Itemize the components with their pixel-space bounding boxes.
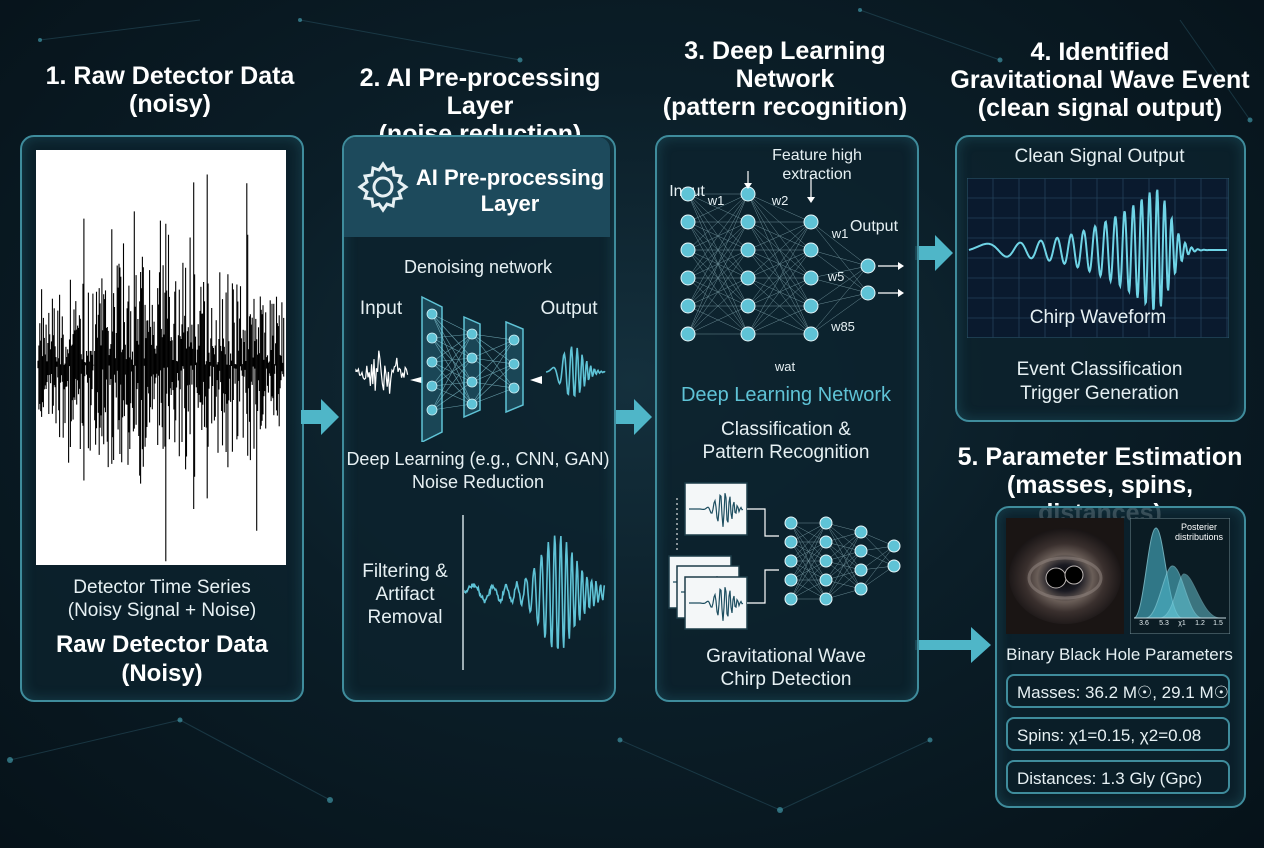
deep-learning-noise-reduction-label: Deep Learning (e.g., CNN, GAN) Noise Red…	[346, 449, 610, 492]
event-classification-label: Event Classification Trigger Generation	[1016, 359, 1183, 404]
weight-w5: w5	[827, 269, 845, 284]
clean-signal-label: Clean Signal Output	[1014, 146, 1185, 167]
section-1-title: 1. Raw Detector Data (noisy)	[45, 62, 295, 118]
filtered-waveform	[462, 515, 606, 670]
denoising-network-diagram	[355, 295, 606, 442]
black-hole-merger-image	[1006, 518, 1124, 634]
spins-value: Spins: χ1=0.15, χ2=0.08	[1006, 717, 1230, 751]
posterior-tick-3: 1.2	[1195, 620, 1205, 627]
deep-learning-network-label: Deep Learning Network	[680, 384, 892, 406]
weight-w2: w2	[771, 193, 789, 208]
chirp-detection-label: Gravitational Wave Chirp Detection	[706, 646, 866, 690]
noisy-time-series-plot	[36, 150, 286, 565]
chirp-detection-diagram	[668, 482, 901, 630]
denoise-output-label: Output	[540, 298, 598, 319]
gear-icon	[357, 161, 409, 213]
arrow-3-to-5	[915, 627, 991, 663]
chirp-waveform-label: Chirp Waveform	[1029, 307, 1167, 328]
filtering-label: Filtering & Artifact Removal	[362, 561, 448, 628]
section-3-title: 3. Deep Learning Network (pattern recogn…	[662, 37, 908, 121]
pattern-recognition-network	[680, 171, 904, 342]
bbh-parameters-label: Binary Black Hole Parameters	[1006, 645, 1233, 664]
arrow-3-to-4	[915, 235, 953, 271]
distances-value: Distances: 1.3 Gly (Gpc)	[1006, 760, 1230, 794]
posterior-tick-0: 3.6	[1139, 620, 1149, 627]
weight-w85: w85	[831, 319, 855, 334]
denoise-input-label: Input	[359, 298, 403, 319]
denoising-network-label: Denoising network	[403, 257, 553, 277]
posterior-tick-2: χ1	[1178, 620, 1186, 627]
classification-label: Classification & Pattern Recognition	[702, 419, 870, 463]
raw-data-label: Raw Detector Data (Noisy)	[55, 631, 269, 687]
time-series-caption: Detector Time Series (Noisy Signal + Noi…	[67, 577, 257, 621]
posterior-title: Posterier distributions	[1174, 522, 1224, 542]
weight-wat: wat	[774, 359, 796, 374]
posterior-distribution-plot	[1130, 518, 1230, 634]
masses-value: Masses: 36.2 M☉, 29.1 M☉	[1006, 674, 1230, 708]
feature-extraction-label: Feature high extraction	[772, 147, 862, 183]
dl-output-label: Output	[849, 218, 899, 235]
section-4-title: 4. Identified Gravitational Wave Event (…	[950, 38, 1250, 122]
weight-w1b: w1	[831, 226, 849, 241]
arrow-1-to-2	[301, 399, 339, 435]
arrow-2-to-3	[614, 399, 652, 435]
preprocessing-header-title: AI Pre-processing Layer	[415, 165, 605, 216]
posterior-tick-4: 1.5	[1213, 620, 1223, 627]
preprocessing-header	[344, 137, 610, 237]
posterior-tick-1: 5.3	[1159, 620, 1169, 627]
chirp-waveform-plot	[967, 178, 1229, 338]
weight-w1a: w1	[707, 193, 725, 208]
